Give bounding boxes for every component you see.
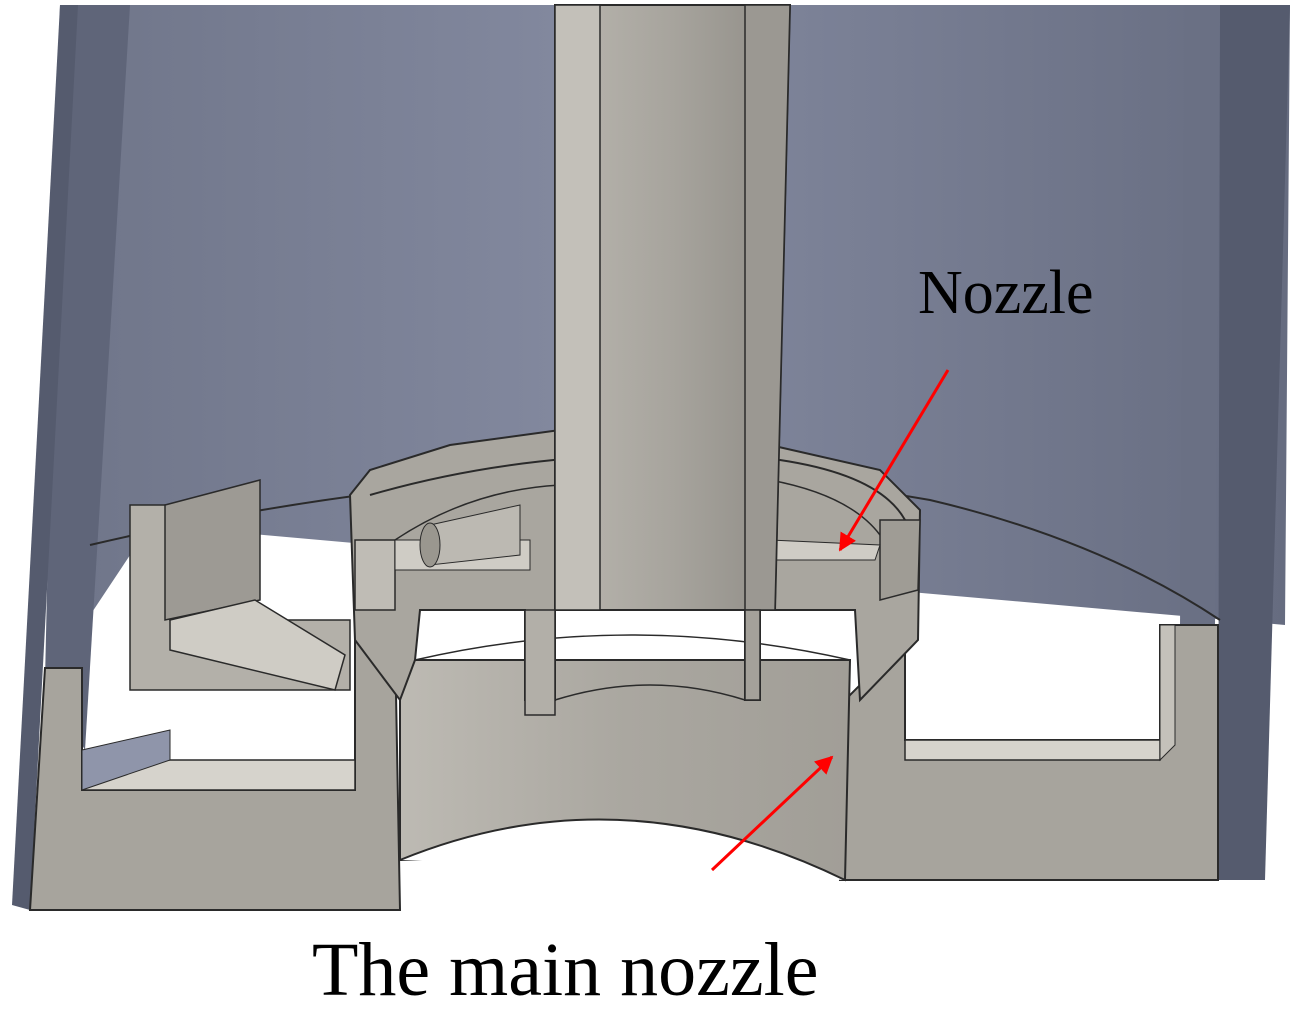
central-tube	[524, 4, 792, 716]
main-nozzle-label: The main nozzle	[312, 928, 819, 1012]
right-base-block	[838, 624, 1219, 881]
main-nozzle-arrow	[710, 755, 834, 872]
nozzle-arrow	[838, 369, 950, 552]
left-base-block	[28, 479, 402, 911]
main-nozzle-body	[399, 634, 852, 882]
nozzle-label: Nozzle	[918, 259, 1094, 327]
